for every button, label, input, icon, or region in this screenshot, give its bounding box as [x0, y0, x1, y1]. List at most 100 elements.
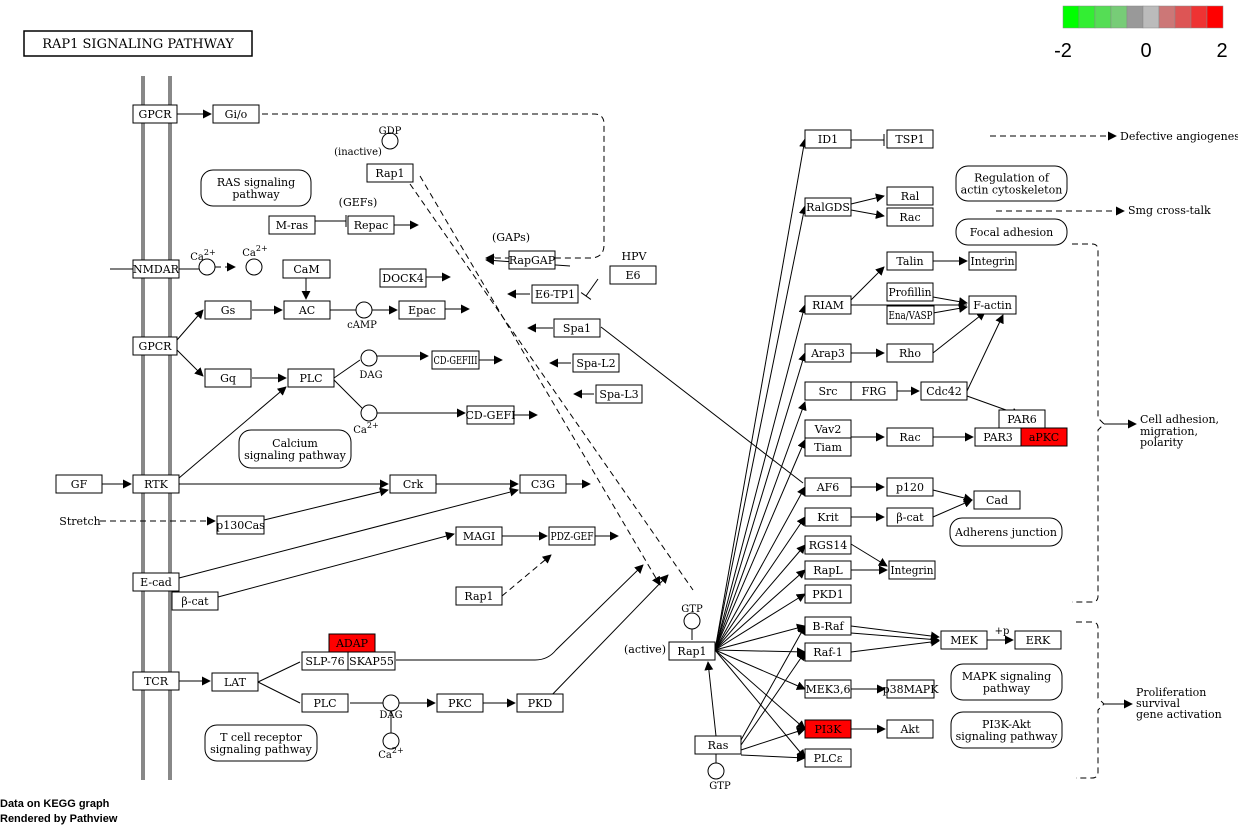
gene-node-integrin1[interactable]: Integrin [968, 251, 1017, 271]
gene-node-ras[interactable]: Ras [694, 735, 742, 755]
gene-node-id1[interactable]: ID1 [804, 129, 852, 149]
gene-node-label: Spa-L3 [599, 388, 638, 401]
gene-node-spa1[interactable]: Spa1 [553, 318, 601, 338]
rap1-edge [714, 649, 806, 690]
gene-node-arap3[interactable]: Arap3 [804, 343, 852, 363]
gene-node-par6[interactable]: PAR6 [998, 409, 1046, 429]
gene-node-akt[interactable]: Akt [886, 719, 934, 739]
gene-node-talin[interactable]: Talin [886, 251, 934, 271]
gene-node-bcat1[interactable]: β-cat [171, 591, 219, 611]
gene-node-plc2[interactable]: PLC [301, 693, 349, 713]
gene-node-mek36[interactable]: MEK3,6 [804, 679, 852, 699]
gene-node-lat[interactable]: LAT [211, 672, 259, 692]
gene-node-bcat2[interactable]: β-cat [886, 507, 934, 527]
gene-node-rho[interactable]: Rho [886, 343, 934, 363]
gene-node-frg[interactable]: FRG [850, 381, 898, 401]
gene-node-adap[interactable]: ADAP [328, 633, 376, 653]
gene-node-rap1i[interactable]: Rap1 [366, 163, 414, 183]
gene-node-rap1c[interactable]: Rap1 [455, 586, 503, 606]
gene-node-dock4[interactable]: DOCK4 [379, 268, 427, 288]
gene-node-pi3k[interactable]: PI3K [804, 719, 852, 739]
gene-node-pdzgef[interactable]: PDZ-GEF [548, 526, 596, 546]
gene-node-p120[interactable]: p120 [886, 477, 934, 497]
ca-label-1-sup: 2+ [204, 248, 216, 257]
gene-node-rgs14[interactable]: RGS14 [804, 535, 852, 555]
gene-node-ral[interactable]: Ral [886, 186, 934, 206]
gene-node-rapl[interactable]: RapL [804, 560, 852, 580]
gene-node-rac1[interactable]: Rac [886, 207, 934, 227]
gene-node-raf1[interactable]: Raf-1 [804, 642, 852, 662]
gene-node-e6[interactable]: E6 [609, 265, 657, 285]
gene-node-cdgef3[interactable]: CD-GEFIII [431, 350, 480, 370]
gene-node-repac[interactable]: Repac [347, 215, 395, 235]
gene-node-p130cas[interactable]: p130Cas [216, 515, 265, 535]
dag-label-2: DAG [379, 710, 402, 721]
gene-node-cam[interactable]: CaM [282, 259, 331, 279]
gene-node-skap55[interactable]: SKAP55 [347, 651, 396, 671]
gene-node-af6[interactable]: AF6 [804, 477, 852, 497]
gene-node-pkd[interactable]: PKD [516, 693, 564, 713]
gene-node-rap1a[interactable]: Rap1 [668, 641, 716, 661]
gene-node-enavasp[interactable]: Ena/VASP [886, 305, 935, 325]
rap1-edge [714, 649, 806, 759]
gene-node-epac[interactable]: Epac [398, 300, 446, 320]
gene-node-src[interactable]: Src [804, 381, 852, 401]
gene-node-crk[interactable]: Crk [389, 474, 437, 494]
gene-node-gio[interactable]: Gi/o [212, 104, 260, 124]
gene-node-mras[interactable]: M-ras [268, 215, 316, 235]
gene-node-cdgef1[interactable]: CD-GEFI [466, 405, 516, 425]
gene-node-par3[interactable]: PAR3 [974, 427, 1022, 447]
gene-node-c3g[interactable]: C3G [519, 474, 567, 494]
gene-node-spal2[interactable]: Spa-L2 [572, 353, 620, 373]
gene-node-apkc[interactable]: aPKC [1020, 427, 1068, 447]
gene-node-tsp1[interactable]: TSP1 [886, 129, 934, 149]
gene-node-factin[interactable]: F-actin [968, 295, 1017, 315]
gene-node-nmdar[interactable]: NMDAR [132, 259, 180, 279]
gene-node-box [694, 735, 742, 755]
gene-node-slp76[interactable]: SLP-76 [301, 651, 349, 671]
gene-node-ac[interactable]: AC [283, 300, 331, 320]
gene-node-gs[interactable]: Gs [204, 300, 252, 320]
gene-node-cad[interactable]: Cad [973, 490, 1021, 510]
gene-node-plc1[interactable]: PLC [287, 368, 335, 388]
gene-node-tiam[interactable]: Tiam [804, 437, 852, 457]
gene-node-label: TSP1 [895, 133, 924, 146]
gene-node-gpcr2[interactable]: GPCR [132, 336, 178, 356]
gene-node-ralgds[interactable]: RalGDS [804, 197, 852, 217]
gene-node-riam[interactable]: RIAM [804, 295, 852, 315]
gene-node-rapgap[interactable]: RapGAP [508, 250, 556, 270]
gene-node-mek[interactable]: MEK [940, 630, 988, 650]
gene-node-profilin[interactable]: Profillin [886, 282, 934, 302]
gene-node-spal3[interactable]: Spa-L3 [595, 384, 643, 404]
gene-node-braf[interactable]: B-Raf [804, 616, 852, 636]
gene-node-p38[interactable]: p38MAPK [883, 679, 940, 699]
gene-node-pkc[interactable]: PKC [436, 693, 484, 713]
gene-node-cdc42[interactable]: Cdc42 [920, 381, 968, 401]
gene-node-label: Tiam [814, 441, 842, 454]
gene-node-tcr[interactable]: TCR [132, 671, 180, 691]
gene-node-e6tp1[interactable]: E6-TP1 [531, 284, 579, 304]
gene-node-label: E6-TP1 [535, 288, 575, 301]
gene-node-erk[interactable]: ERK [1014, 630, 1062, 650]
gene-node-krit[interactable]: Krit [804, 507, 852, 527]
pathway-map-focal[interactable]: Focal adhesion [955, 218, 1068, 246]
gene-node-integrin2[interactable]: Integrin [888, 560, 936, 580]
gene-node-vav2[interactable]: Vav2 [804, 419, 852, 439]
gene-node-rac2[interactable]: Rac [886, 427, 934, 447]
gene-node-gpcr1[interactable]: GPCR [132, 104, 178, 124]
gene-node-gq[interactable]: Gq [204, 368, 252, 388]
gene-node-magi[interactable]: MAGI [455, 526, 503, 546]
gene-node-gf[interactable]: GF [55, 474, 103, 494]
pathway-map-adherens[interactable]: Adherens junction [949, 517, 1063, 547]
gene-node-ecad[interactable]: E-cad [132, 572, 180, 592]
gene-node-rtk[interactable]: RTK [132, 474, 180, 494]
gene-node-plce[interactable]: PLCε [804, 748, 852, 768]
ca-label-1-text: Ca [190, 252, 204, 263]
gene-node-pkd1[interactable]: PKD1 [804, 584, 852, 604]
